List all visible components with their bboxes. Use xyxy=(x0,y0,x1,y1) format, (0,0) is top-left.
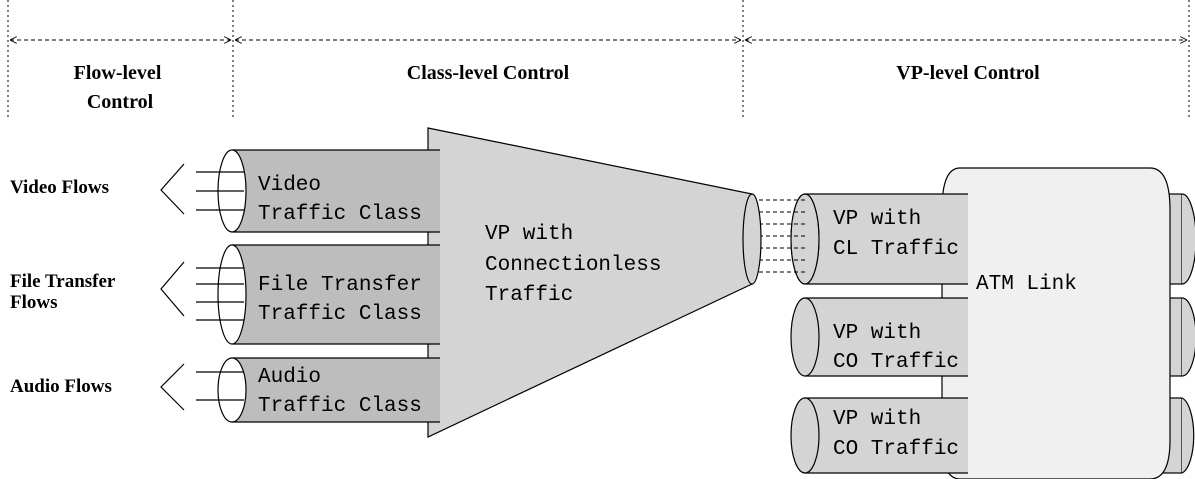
class-tube-file-transfer: File Transfer Traffic Class xyxy=(217,244,440,345)
class-tube-file-transfer-label: File Transfer Traffic Class xyxy=(258,274,434,326)
video-flows-label: Video Flows xyxy=(10,177,109,198)
class-tube-video-label: Video Traffic Class xyxy=(258,174,422,226)
audio-flows-chevron-icon xyxy=(160,363,185,411)
vp-tube-co-2: VP with CO Traffic xyxy=(790,397,968,474)
class-tube-audio-label: Audio Traffic Class xyxy=(258,366,422,418)
vp-connectionless-label: VP with Connectionless Traffic xyxy=(485,223,674,307)
atm-link-label: ATM Link xyxy=(976,273,1077,296)
vp-tube-cl-label: VP with CL Traffic xyxy=(833,208,959,261)
flow-chevrons xyxy=(160,163,185,411)
flow-lines xyxy=(196,171,244,401)
atm-link: ATM Link xyxy=(941,167,1171,479)
file-transfer-flows-label: File Transfer Flows xyxy=(10,271,120,313)
vp-connectionless-cone: VP with Connectionless Traffic xyxy=(427,127,762,438)
header-section-dividers xyxy=(7,0,1190,118)
video-flows-chevron-icon xyxy=(160,163,185,215)
header-vp-level-control: VP-level Control xyxy=(896,62,1040,84)
header-flow-level-control: Flow-level Control xyxy=(74,62,167,113)
vp-tube-co-1: VP with CO Traffic xyxy=(790,297,968,377)
vp-tube-co-1-label: VP with CO Traffic xyxy=(833,322,959,374)
vp-tube-cl: VP with CL Traffic xyxy=(790,193,968,285)
vp-tube-co-2-label: VP with CO Traffic xyxy=(833,408,959,461)
audio-flows-label: Audio Flows xyxy=(10,376,112,397)
header-class-level-control: Class-level Control xyxy=(407,62,570,84)
class-tube-video: Video Traffic Class xyxy=(217,149,440,233)
class-tube-audio: Audio Traffic Class xyxy=(217,357,440,423)
file-transfer-flows-chevron-icon xyxy=(160,261,185,317)
